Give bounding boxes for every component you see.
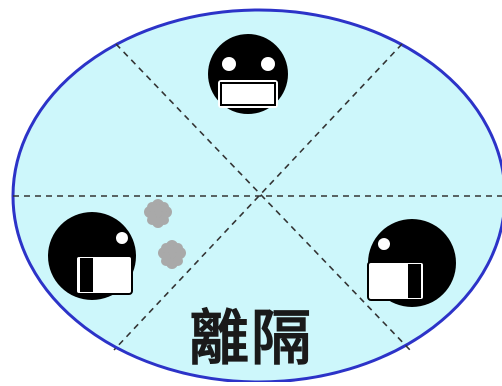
masked-face-icon (367, 219, 456, 307)
droplet-icon (158, 240, 186, 269)
caption-text: 離隔 (189, 304, 313, 374)
masked-face-icon (208, 34, 288, 114)
divider-lines (13, 43, 502, 351)
masked-face-icon (48, 212, 136, 300)
droplets (144, 199, 186, 269)
divider-diagonal-2 (113, 43, 403, 351)
droplet-icon (144, 199, 172, 228)
divider-diagonal-1 (115, 43, 411, 351)
